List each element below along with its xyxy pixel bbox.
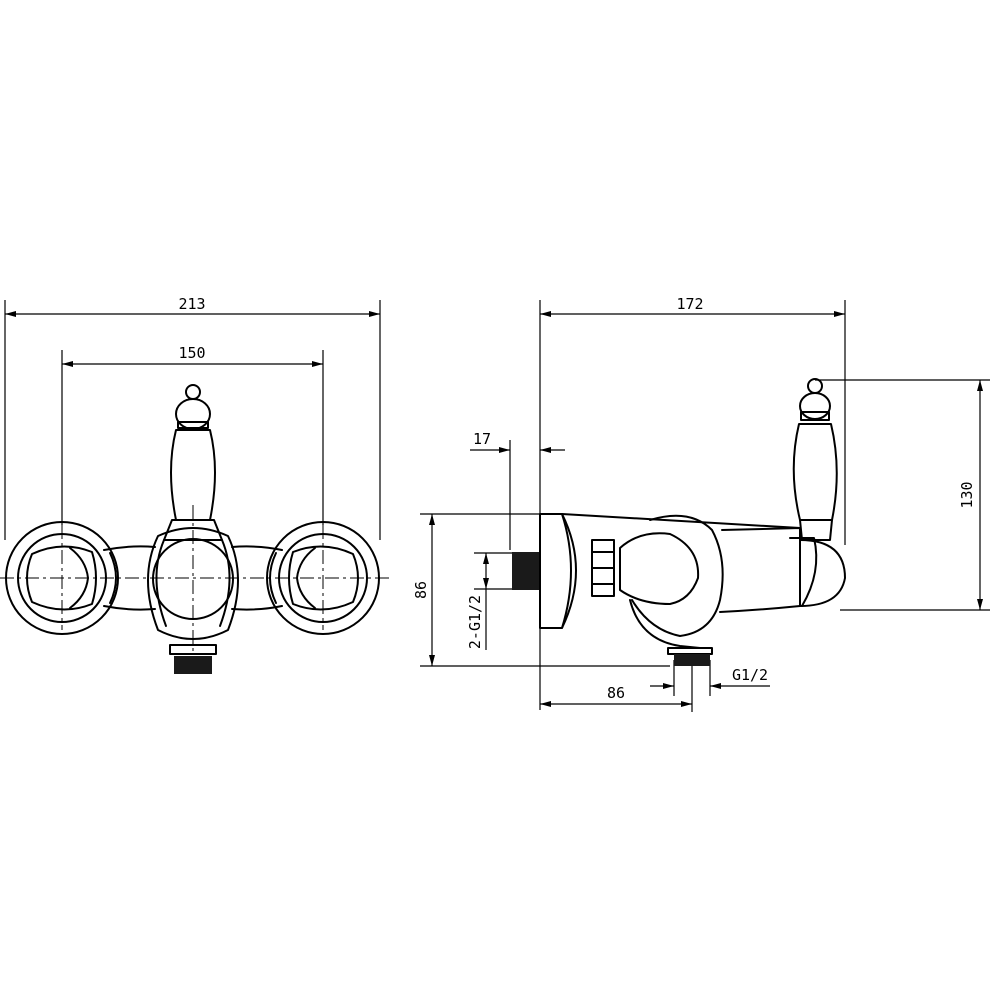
dimension-label-body-height: 86 xyxy=(412,581,430,599)
dimension-inlet-thread: 2-G1/2 xyxy=(466,552,515,650)
mixer-body xyxy=(147,527,239,655)
side-inlet-thread xyxy=(512,552,540,590)
dimension-overall-depth: 172 xyxy=(539,295,846,710)
dimension-label-overall-width: 213 xyxy=(178,295,205,313)
front-lever-handle xyxy=(163,384,223,541)
dimension-label-outlet-distance: 86 xyxy=(607,684,625,702)
dimension-label-lever-height: 130 xyxy=(958,481,976,508)
dimension-label-wall-offset: 17 xyxy=(473,430,491,448)
dimension-center-distance: 150 xyxy=(61,344,324,525)
dimension-body-height: 86 xyxy=(412,513,670,667)
side-view: 172 17 86 2-G1/2 86 xyxy=(412,295,990,712)
left-wall-rosette xyxy=(5,521,119,635)
dimension-label-center-distance: 150 xyxy=(178,344,205,362)
dimension-outlet-distance: 86 xyxy=(540,660,693,712)
dimension-overall-width: 213 xyxy=(4,295,381,540)
dimension-wall-offset: 17 xyxy=(470,430,565,550)
side-hex-nut xyxy=(591,539,615,597)
dimension-label-outlet-thread: G1/2 xyxy=(732,666,768,684)
front-view: 213 150 xyxy=(0,295,390,674)
dimension-label-inlet-thread: 2-G1/2 xyxy=(466,595,484,649)
front-outlet-thread xyxy=(174,656,212,674)
side-mixer-body xyxy=(561,513,846,655)
right-wall-rosette xyxy=(266,521,380,635)
dimension-label-overall-depth: 172 xyxy=(676,295,703,313)
side-outlet-thread xyxy=(674,654,710,666)
side-wall-rosette xyxy=(539,513,577,629)
dimension-lever-height: 130 xyxy=(815,379,990,611)
side-lever-handle xyxy=(792,378,838,541)
